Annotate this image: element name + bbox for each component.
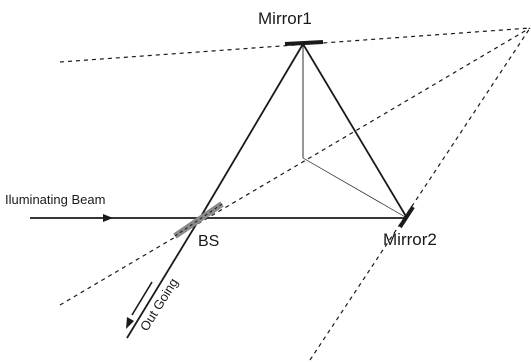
bs-label: BS xyxy=(198,233,219,250)
beam-splitter-icon xyxy=(173,201,224,239)
center-to-mirror2-line xyxy=(302,157,408,219)
beam-bs-to-mirror1 xyxy=(199,43,304,219)
output-arrow-icon xyxy=(126,317,134,329)
input-arrow-icon xyxy=(103,214,113,222)
mirror1-icon xyxy=(284,40,324,46)
outgoing-beam xyxy=(126,217,201,339)
outgoing-beam-parallel xyxy=(131,281,153,316)
mirror1-label: Mirror1 xyxy=(258,9,312,28)
dashed-line-lower xyxy=(309,27,531,361)
beam-mirror1-to-mirror2 xyxy=(302,43,408,219)
dashed-line-diagonal xyxy=(59,27,531,306)
illuminating-beam-label: Iluminating Beam xyxy=(5,192,105,207)
mirror2-icon xyxy=(398,205,415,229)
mirror2-label: Mirror2 xyxy=(383,230,437,249)
